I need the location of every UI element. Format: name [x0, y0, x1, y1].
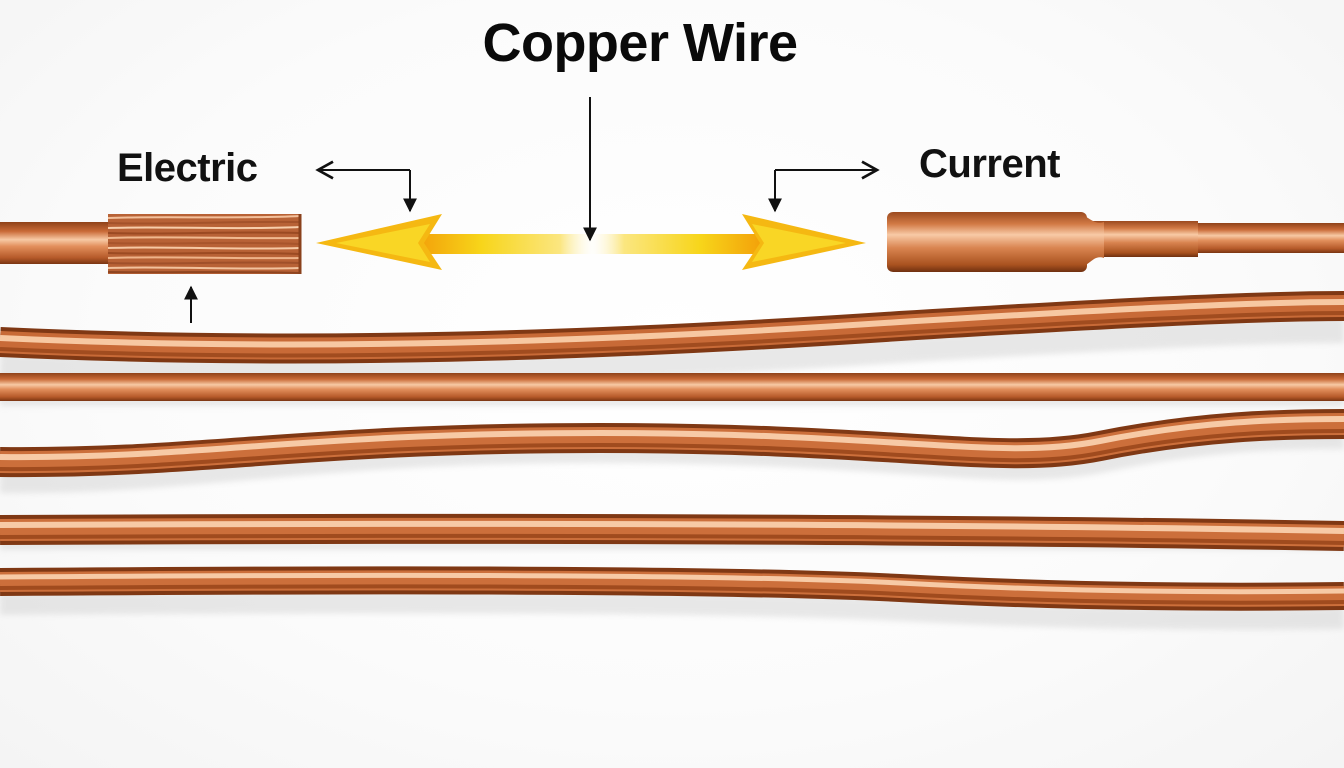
electric-label: Electric [117, 146, 258, 190]
double-headed-arrow-icon [316, 214, 866, 270]
stranded-wire-bundle [107, 214, 302, 274]
diagram-title: Copper Wire [482, 13, 798, 73]
current-label: Current [919, 142, 1060, 186]
copper-wire-bundle [0, 291, 1344, 630]
stranded-wire-left [0, 214, 302, 274]
pointer-arrow-icon [184, 97, 880, 323]
crimp-sleeve [887, 212, 1087, 272]
crimped-wire-right [887, 212, 1344, 272]
